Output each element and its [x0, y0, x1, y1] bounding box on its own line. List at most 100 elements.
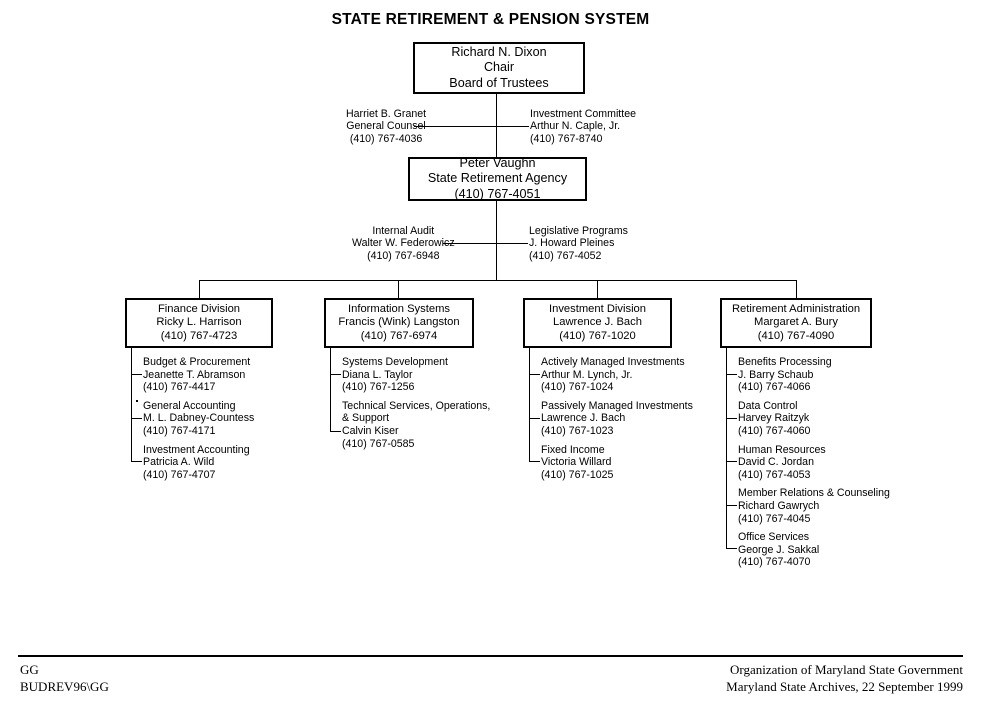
unit-line: Data Control	[738, 399, 798, 412]
unit-technical-services: Technical Services, Operations, & Suppor…	[342, 400, 512, 450]
footer-right-line: Organization of Maryland State Governmen…	[730, 662, 963, 677]
connector-staff-tier-2	[443, 243, 528, 244]
footer-left: GG BUDREV96\GG	[20, 661, 109, 695]
unit-line: George J. Sakkal	[738, 543, 820, 556]
unit-line: General Accounting	[143, 399, 236, 412]
footer-left-line: GG	[20, 662, 39, 677]
unit-line: (410) 767-4066	[738, 381, 811, 394]
connector-tick-ra-5	[726, 548, 737, 549]
unit-line: (410) 767-4060	[738, 424, 811, 437]
staff-line: J. Howard Pleines	[529, 237, 615, 250]
unit-line: Actively Managed Investments	[541, 356, 685, 368]
box-line: Francis (Wink) Langston	[338, 316, 460, 329]
footer-left-line: BUDREV96\GG	[20, 679, 109, 694]
box-line: Richard N. Dixon	[451, 44, 547, 59]
connector-tick-finance-3	[131, 461, 142, 462]
box-line: Finance Division	[157, 302, 241, 315]
staff-legislative-programs: Legislative Programs J. Howard Pleines (…	[529, 225, 628, 262]
connector-spine-information-systems	[330, 348, 331, 431]
staff-line: Legislative Programs	[529, 225, 628, 237]
connector-division-bus	[199, 280, 797, 281]
unit-line: David C. Jordan	[738, 456, 814, 469]
unit-line: Systems Development	[342, 356, 448, 368]
unit-line: Calvin Kiser	[342, 424, 399, 437]
connector-trunk-bottom	[496, 201, 497, 280]
box-line: State Retirement Agency	[427, 171, 568, 186]
staff-line: (410) 767-4052	[529, 249, 602, 262]
box-board-of-trustees: Richard N. Dixon Chair Board of Trustees	[413, 42, 585, 94]
staff-line: Internal Audit	[372, 225, 435, 237]
connector-tick-finance-2	[131, 418, 142, 419]
connector-tick-inv-1	[529, 374, 540, 375]
staff-line: (410) 767-4036	[349, 132, 423, 145]
unit-line: (410) 767-4045	[738, 512, 811, 525]
unit-line: Human Resources	[738, 443, 826, 456]
box-line: Peter Vaughn	[459, 155, 536, 170]
page-title: STATE RETIREMENT & PENSION SYSTEM	[331, 11, 650, 28]
box-line: (410) 767-1020	[559, 329, 636, 342]
box-line: Margaret A. Bury	[754, 316, 838, 329]
box-line: (410) 767-6974	[360, 329, 438, 342]
unit-line: (410) 767-1025	[541, 468, 614, 481]
box-line: Investment Division	[549, 302, 646, 315]
box-line: Board of Trustees	[449, 75, 549, 90]
staff-line: (410) 767-6948	[367, 249, 440, 262]
unit-line: Diana L. Taylor	[342, 368, 413, 381]
staff-investment-committee: Investment Committee Arthur N. Caple, Jr…	[530, 108, 636, 145]
connector-tick-is-2	[330, 431, 341, 432]
staff-general-counsel: Harriet B. Granet General Counsel (410) …	[346, 108, 426, 145]
unit-systems-development: Systems Development Diana L. Taylor (410…	[342, 356, 512, 394]
unit-data-control: Data Control Harvey Raitzyk (410) 767-40…	[738, 400, 933, 438]
unit-line: Lawrence J. Bach	[541, 412, 626, 425]
staff-internal-audit: Internal Audit Walter W. Federowicz (410…	[352, 225, 455, 262]
box-state-retirement-agency: Peter Vaughn State Retirement Agency (41…	[408, 155, 587, 201]
unit-line: Benefits Processing	[738, 356, 832, 368]
unit-human-resources: Human Resources David C. Jordan (410) 76…	[738, 444, 933, 482]
unit-line: Jeanette T. Abramson	[143, 368, 246, 381]
box-retirement-administration: Retirement Administration Margaret A. Bu…	[720, 298, 872, 348]
staff-line: (410) 767-8740	[530, 132, 603, 145]
unit-line: M. L. Dabney-Countess	[143, 412, 255, 425]
unit-line: Budget & Procurement	[143, 356, 251, 368]
footer-right-line: Maryland State Archives, 22 September 19…	[726, 679, 963, 694]
unit-line: (410) 767-1024	[541, 381, 614, 394]
connector-tick-ra-1	[726, 374, 737, 375]
footer-divider	[18, 655, 963, 657]
unit-line: & Support	[342, 412, 390, 425]
unit-budget-procurement: Budget & Procurement Jeanette T. Abramso…	[143, 356, 323, 394]
box-line: Retirement Administration	[731, 302, 861, 315]
sublist-information-systems: Systems Development Diana L. Taylor (410…	[342, 356, 512, 450]
unit-line: Office Services	[738, 531, 810, 544]
unit-line: (410) 767-1256	[342, 381, 415, 394]
unit-line: Technical Services, Operations,	[342, 399, 491, 412]
unit-line: Passively Managed Investments	[541, 399, 693, 412]
unit-investment-accounting: Investment Accounting Patricia A. Wild (…	[143, 444, 323, 482]
unit-fixed-income: Fixed Income Victoria Willard (410) 767-…	[541, 444, 726, 482]
box-line: Chair	[483, 60, 515, 75]
unit-line: J. Barry Schaub	[738, 368, 814, 381]
unit-line: (410) 767-4171	[143, 424, 216, 437]
connector-staff-tier-1	[414, 126, 529, 127]
staff-line: Harriet B. Granet	[346, 108, 427, 120]
connector-tick-is-1	[330, 374, 341, 375]
box-line: Ricky L. Harrison	[156, 316, 242, 329]
connector-drop-retirement-admin	[796, 280, 797, 298]
connector-tick-ra-4	[726, 505, 737, 506]
unit-line: (410) 767-1023	[541, 424, 614, 437]
box-finance-division: Finance Division Ricky L. Harrison (410)…	[125, 298, 273, 348]
staff-line: Arthur N. Caple, Jr.	[530, 120, 621, 133]
staff-line: Investment Committee	[530, 108, 636, 120]
sublist-retirement-administration: Benefits Processing J. Barry Schaub (410…	[738, 356, 933, 569]
box-investment-division: Investment Division Lawrence J. Bach (41…	[523, 298, 672, 348]
unit-line: Member Relations & Counseling	[738, 487, 890, 500]
box-line: Lawrence J. Bach	[553, 316, 642, 329]
unit-passively-managed-investments: Passively Managed Investments Lawrence J…	[541, 400, 726, 438]
connector-drop-information-systems	[398, 280, 399, 298]
connector-drop-investment	[597, 280, 598, 298]
box-line: (410) 767-4090	[757, 329, 835, 342]
connector-trunk-top	[496, 94, 497, 157]
unit-benefits-processing: Benefits Processing J. Barry Schaub (410…	[738, 356, 933, 394]
unit-general-accounting: General Accounting M. L. Dabney-Countess…	[143, 400, 323, 438]
box-information-systems: Information Systems Francis (Wink) Langs…	[324, 298, 474, 348]
